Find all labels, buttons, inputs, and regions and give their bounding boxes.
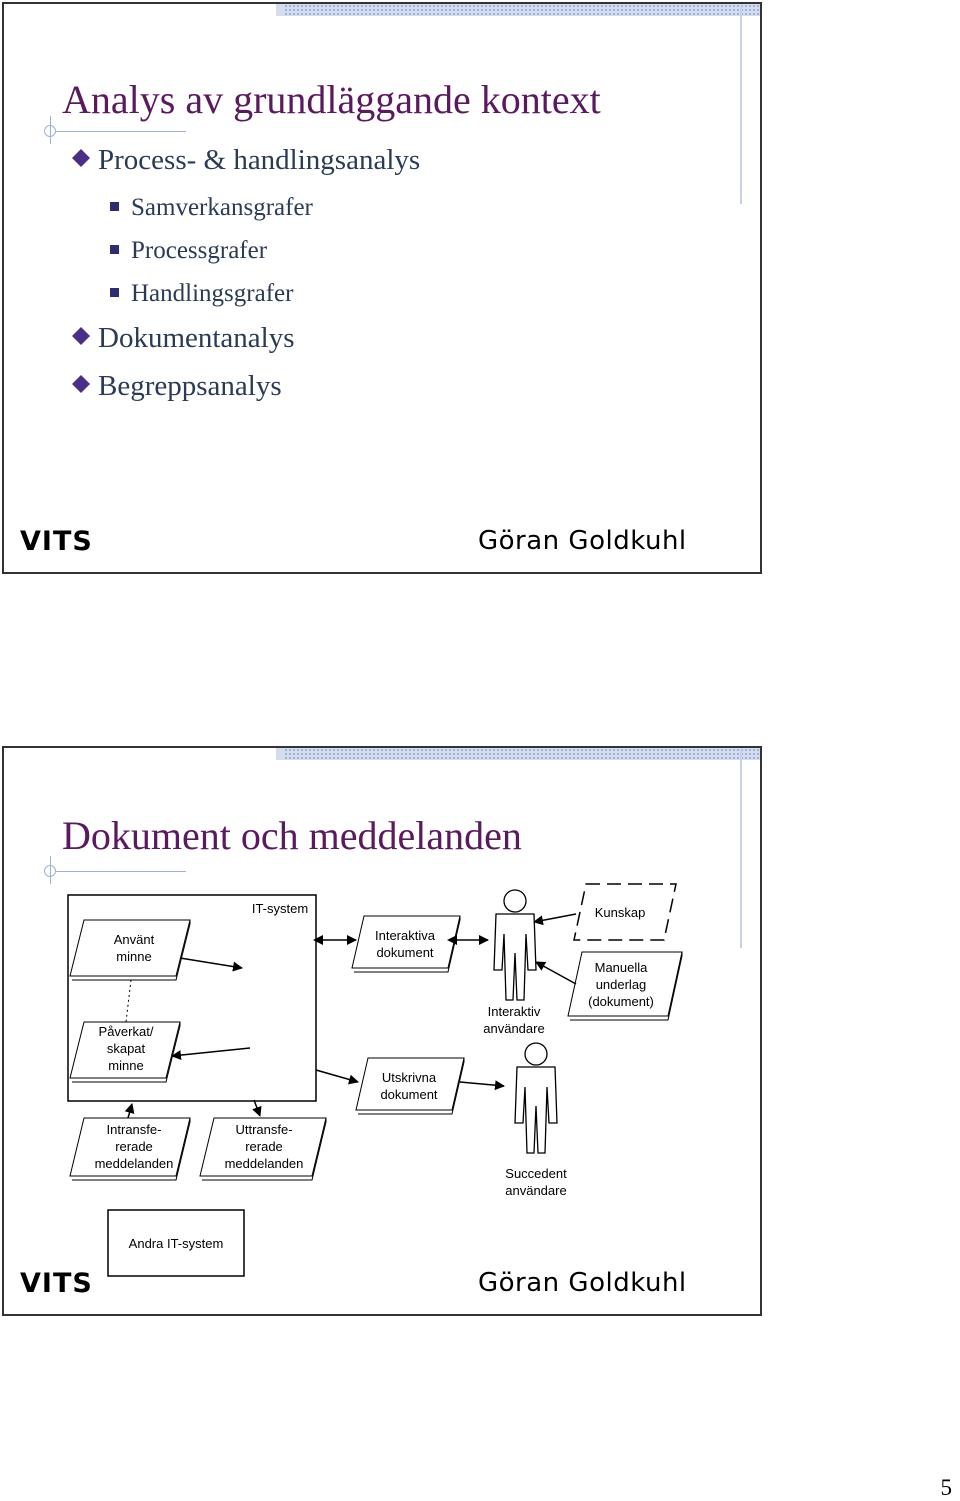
paverkat-minne-line3: minne [108, 1058, 143, 1073]
uttransfererade-line2: rerade [245, 1139, 283, 1154]
square-bullet-icon [110, 245, 119, 254]
vits-logo: VITS [20, 1268, 93, 1299]
diamond-bullet-icon [72, 375, 90, 393]
slide-title: Analys av grundläggande kontext [62, 77, 601, 122]
anvant-minne-shape: Använt minne [69, 919, 191, 981]
utskrivna-dokument-line2: dokument [380, 1087, 437, 1102]
intransfererade-line1: Intransfe- [107, 1122, 162, 1137]
interaktiv-anvandare-line2: användare [483, 1021, 544, 1036]
andra-it-system-label: Andra IT-system [129, 1236, 224, 1251]
title-decor-circle [44, 865, 56, 877]
interaktiva-dokument-line2: dokument [376, 945, 433, 960]
andra-it-system-box: Andra IT-system [107, 1209, 245, 1277]
slide-dokument: Dokument och meddelanden IT-system Använ… [2, 746, 762, 1316]
intransfererade-meddelanden-shape: Intransfe- rerade meddelanden [69, 1117, 191, 1181]
paverkat-minne-line1: Påverkat/ [99, 1024, 154, 1039]
arrow-system-utskrivna [315, 1069, 359, 1085]
succedent-anvandare-line1: Succedent [505, 1166, 567, 1181]
arrow-manuella-user [535, 961, 577, 985]
slide-header-dots [284, 748, 760, 760]
kunskap-label: Kunskap [595, 905, 646, 920]
bullet-process: Process- & handlingsanalys [72, 144, 420, 177]
uttransfererade-line1: Uttransfe- [235, 1122, 292, 1137]
bullet-dokumentanalys: Dokumentanalys [72, 322, 295, 355]
manuella-underlag-line3: (dokument) [588, 994, 654, 1009]
arrow-kunskap-user [533, 913, 577, 926]
title-underline [56, 131, 186, 132]
title-decor-circle [44, 125, 56, 137]
square-bullet-icon [110, 202, 119, 211]
interaktiva-dokument-line1: Interaktiva [375, 928, 436, 943]
uttransfererade-meddelanden-shape: Uttransfe- rerade meddelanden [199, 1117, 327, 1181]
manuella-underlag-line2: underlag [596, 977, 647, 992]
slide-decor-line [740, 748, 742, 948]
title-underline [56, 871, 186, 872]
subbullet-handlingsgrafer: Handlingsgrafer [110, 280, 293, 308]
paverkat-minne-line2: skapat [107, 1041, 146, 1056]
succedent-anvandare-person-icon [514, 1042, 558, 1154]
author-name: Göran Goldkuhl [478, 1268, 687, 1298]
arrow-minne-to-system [179, 957, 243, 972]
arrow-utskrivna-user [459, 1080, 505, 1091]
uttransfererade-line3: meddelanden [225, 1156, 304, 1171]
arrow-intransfer-system [124, 1103, 135, 1119]
arrow-system-to-minne [171, 1047, 251, 1061]
paverkat-minne-shape: Påverkat/ skapat minne [69, 1021, 181, 1083]
author-name: Göran Goldkuhl [478, 526, 687, 556]
subbullet-samverkansgrafer: Samverkansgrafer [110, 194, 313, 222]
manuella-underlag-shape: Manuella underlag (dokument) [567, 951, 683, 1021]
square-bullet-icon [110, 288, 119, 297]
utskrivna-dokument-line1: Utskrivna [382, 1070, 437, 1085]
anvant-minne-line2: minne [116, 949, 151, 964]
kunskap-shape: Kunskap [573, 883, 677, 941]
memory-dotted-link [125, 979, 132, 1023]
interaktiva-dokument-shape: Interaktiva dokument [351, 915, 461, 973]
interaktiv-anvandare-line1: Interaktiv [488, 1004, 541, 1019]
diamond-bullet-icon [72, 149, 90, 167]
subbullet-processgrafer: Processgrafer [110, 237, 267, 265]
bullet-begreppsanalys: Begreppsanalys [72, 370, 282, 403]
succedent-anvandare-line2: användare [505, 1183, 566, 1198]
arrow-system-uttransfer [252, 1099, 262, 1117]
slide-header-dots [284, 4, 760, 16]
anvant-minne-line1: Använt [114, 932, 155, 947]
slide-analys: Analys av grundläggande kontext Process-… [2, 2, 762, 574]
document-flow-diagram: IT-system Använt minne Påverkat/ skapat … [67, 883, 683, 1277]
manuella-underlag-line1: Manuella [595, 960, 649, 975]
diamond-bullet-icon [72, 327, 90, 345]
interaktiv-anvandare-person-icon [493, 889, 537, 1001]
slide-title: Dokument och meddelanden [62, 813, 522, 858]
it-system-label: IT-system [252, 901, 308, 916]
intransfererade-line2: rerade [115, 1139, 153, 1154]
utskrivna-dokument-shape: Utskrivna dokument [355, 1057, 465, 1115]
page-number: 5 [940, 1475, 953, 1500]
slide-decor-line [740, 4, 742, 204]
it-system-box: IT-system [67, 894, 317, 1102]
intransfererade-line3: meddelanden [95, 1156, 174, 1171]
vits-logo: VITS [20, 526, 93, 557]
